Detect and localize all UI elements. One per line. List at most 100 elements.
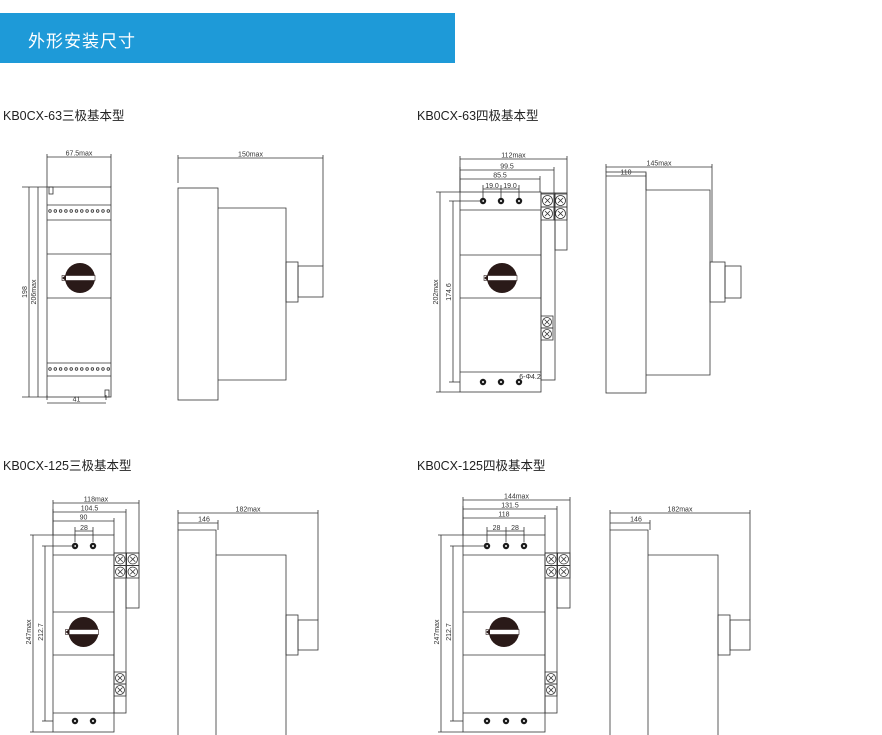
terminal-x-icon	[542, 195, 553, 206]
screw-center	[518, 200, 520, 202]
terminal-dot	[74, 209, 79, 213]
screw-center	[92, 545, 94, 547]
terminal-x-icon	[542, 317, 552, 327]
terminal-block	[557, 565, 571, 579]
dimension-label: 41	[73, 397, 81, 404]
terminal-block	[544, 683, 558, 697]
dimension-label: 85.5	[493, 173, 507, 180]
side-handle-shaft	[709, 261, 726, 303]
terminal-dot	[74, 367, 79, 371]
terminal-dot	[58, 367, 63, 371]
terminal-dot	[85, 209, 89, 213]
x-mark	[548, 675, 554, 681]
side-terminal-strip	[540, 192, 556, 381]
terminal-block	[126, 565, 140, 579]
terminal-dot	[90, 209, 95, 213]
x-mark	[544, 331, 550, 337]
terminal-block	[113, 683, 127, 697]
title-kb0cx-63-4pole: KB0CX-63四极基本型	[417, 109, 539, 123]
terminal-block	[553, 206, 568, 221]
terminal-dot	[53, 209, 57, 213]
drawing-kb0cx-63-3pole-side: 150max	[177, 152, 324, 401]
side-handle-cap	[724, 265, 742, 299]
x-mark	[557, 210, 564, 217]
x-mark	[548, 556, 555, 563]
dimension-label: 145max	[647, 161, 672, 168]
screw-center	[500, 381, 502, 383]
terminal-x-icon	[546, 566, 557, 577]
handle-bar	[65, 629, 99, 635]
terminal-dot	[69, 367, 73, 371]
screw-center	[505, 545, 507, 547]
x-mark	[557, 197, 564, 204]
terminal-x-icon	[546, 673, 556, 683]
terminal-x-icon	[546, 685, 556, 695]
side-main-body	[646, 189, 711, 376]
terminal-block	[540, 327, 554, 341]
handle-arrow	[62, 275, 66, 281]
dimension-label: 104.5	[81, 506, 99, 513]
side-rear-body	[605, 171, 647, 394]
terminal-x-icon	[115, 554, 126, 565]
terminal-x-icon	[558, 554, 569, 565]
terminal-x-icon	[127, 566, 138, 577]
terminal-dot	[69, 209, 73, 213]
terminal-dot	[106, 209, 110, 213]
screw-center	[74, 720, 76, 722]
terminal-dot	[58, 209, 63, 213]
title-kb0cx-125-3pole: KB0CX-125三极基本型	[3, 459, 132, 473]
dimension-label: 247max	[26, 619, 33, 644]
section-header-bar: 外形安装尺寸	[0, 13, 455, 63]
x-mark	[129, 568, 136, 575]
x-mark	[117, 556, 124, 563]
terminal-dot	[80, 367, 84, 371]
screw-center	[523, 720, 525, 722]
x-mark	[548, 568, 555, 575]
x-mark	[548, 687, 554, 693]
title-kb0cx-63-3pole: KB0CX-63三极基本型	[3, 109, 125, 123]
dimension-label: 28	[493, 525, 501, 532]
x-mark	[117, 675, 123, 681]
handle-arrow	[65, 629, 70, 635]
hole-spec-label: 6-Φ4.2	[519, 374, 541, 381]
side-handle-shaft	[285, 614, 299, 656]
terminal-x-icon	[115, 673, 125, 683]
dimension-label: 118	[498, 512, 509, 519]
din-clip	[104, 389, 110, 398]
dimension-label: 174.6	[446, 283, 453, 301]
dimension-label: 206max	[31, 279, 38, 304]
screw-center	[523, 545, 525, 547]
screw-center	[518, 381, 520, 383]
dimension-label: 90	[80, 515, 88, 522]
side-rear-body	[177, 529, 217, 735]
x-mark	[544, 210, 551, 217]
side-handle-cap	[729, 619, 751, 651]
x-mark	[129, 556, 136, 563]
screw-center	[500, 200, 502, 202]
handle-bar	[485, 629, 520, 635]
x-mark	[544, 319, 550, 325]
aux-terminal-housing	[554, 192, 568, 251]
terminal-dot	[95, 367, 100, 371]
front-body	[46, 186, 112, 398]
dimension-label: 19.0	[503, 183, 517, 190]
terminal-x-icon	[542, 208, 553, 219]
side-rear-body	[177, 187, 219, 401]
handle-bar	[483, 275, 518, 281]
terminal-dot	[48, 209, 52, 213]
handle-arrow	[486, 629, 490, 635]
terminal-dot	[53, 367, 57, 371]
side-handle-cap	[297, 265, 324, 298]
dimension-label: 67.5max	[66, 151, 93, 158]
dimension-label: 19.0	[485, 183, 499, 190]
terminal-x-icon	[558, 566, 569, 577]
handle-arrow	[484, 275, 488, 281]
side-main-body	[218, 207, 287, 381]
terminal-x-icon	[127, 554, 138, 565]
terminal-x-icon	[115, 685, 125, 695]
terminal-dot	[48, 367, 52, 371]
x-mark	[544, 197, 551, 204]
